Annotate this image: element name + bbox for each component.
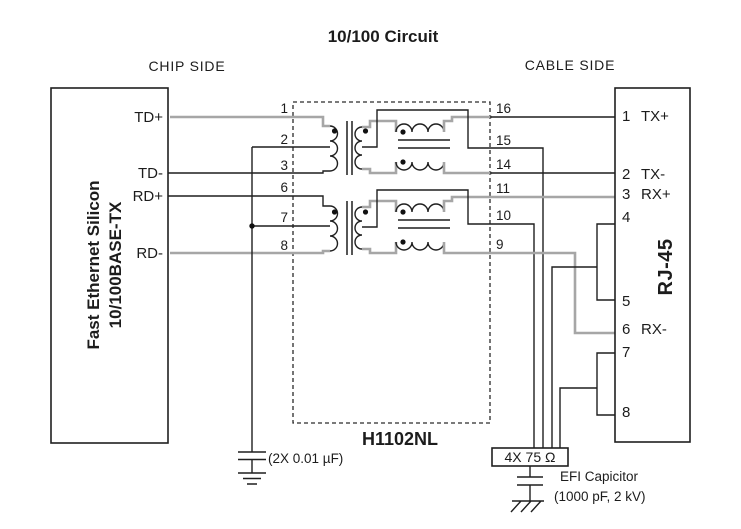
rj45-pin-3-num: 3 [622, 186, 630, 203]
chassis-ground-icon [510, 500, 544, 513]
xfmr-pin-1: 1 [280, 101, 288, 116]
t2-choke-top-phase-dot [400, 209, 406, 215]
t1-choke-bottom-phase-dot [400, 159, 406, 165]
diagram-title: 10/100 Circuit [328, 27, 439, 46]
xfmr-pin-9: 9 [496, 237, 504, 252]
t1-center-tap-route-pin15 [362, 109, 544, 448]
pin-label-rd-minus: RD- [136, 245, 163, 262]
xfmr-pin-2: 2 [280, 132, 288, 147]
xfmr-pin-7: 7 [280, 210, 288, 225]
xfmr-pin-10: 10 [496, 208, 511, 223]
t1-core [346, 121, 353, 175]
t1-choke-bottom-winding [395, 161, 445, 171]
t2-secondary-phase-dot [362, 209, 369, 215]
pin-label-td-plus: TD+ [134, 109, 163, 126]
rj45-pin-2-num: 2 [622, 166, 630, 183]
wire-pins45-to-resistor [551, 266, 597, 448]
efi-cap-label-2: (1000 pF, 2 kV) [554, 489, 646, 504]
t1-secondary-bottom-lead [362, 162, 398, 175]
earth-ground-icon [238, 472, 266, 485]
t2-secondary-winding [354, 206, 363, 250]
rj45-pin-4-num: 4 [622, 209, 630, 226]
cable-side-label: CABLE SIDE [525, 57, 615, 73]
t2-primary-winding [329, 205, 339, 252]
t1-secondary-phase-dot [362, 128, 369, 134]
t2-secondary-bottom-lead [362, 242, 398, 255]
chip-box [50, 87, 169, 444]
t1-choke-core [398, 139, 450, 149]
rj45-pin-1-num: 1 [622, 108, 630, 125]
t2-choke-core [398, 219, 450, 229]
rj45-pin-8-num: 8 [622, 404, 630, 421]
t2-choke-top-winding [395, 203, 445, 213]
resistor-pack-label: 4X 75 Ω [505, 449, 556, 465]
junction-dot [249, 223, 255, 229]
wire-pin11-to-rj45-3 [442, 195, 615, 212]
rj45-box [614, 87, 691, 443]
t2-secondary-top-lead [362, 199, 398, 212]
xfmr-pin-11: 11 [496, 181, 510, 196]
t2-choke-bottom-phase-dot [400, 239, 406, 245]
rj45-pin-7-num: 7 [622, 344, 630, 361]
rj45-pin-2-name: TX- [641, 166, 665, 183]
t1-primary-phase-dot [331, 128, 338, 134]
t1-choke-top-winding [395, 123, 445, 133]
cap-value-label: (2X 0.01 µF) [268, 451, 343, 466]
t1-choke-top-out [442, 115, 492, 132]
rj45-pin-6-num: 6 [622, 321, 630, 338]
t2-choke-bottom-winding [395, 241, 445, 251]
xfmr-pin-14: 14 [496, 157, 512, 172]
wire-pin9-to-rj45-6 [442, 242, 615, 335]
wire-rd-plus [168, 195, 330, 207]
t1-primary-winding [329, 125, 339, 172]
wire-rj45-pins-7-8 [596, 352, 615, 416]
t1-choke-top-phase-dot [400, 129, 406, 135]
t2-core [346, 201, 353, 255]
t1-secondary-top-lead [362, 119, 398, 132]
wire-td-minus [168, 170, 330, 174]
efi-capacitor [517, 476, 543, 486]
part-number-label: H1102NL [362, 429, 438, 449]
chip-name-line1: Fast Ethernet Silicon [84, 180, 103, 349]
t2-center-tap-route-pin10 [362, 189, 535, 448]
xfmr-pin-8: 8 [280, 238, 288, 253]
wire-rj45-pins-4-5 [596, 223, 615, 301]
wire-pins78-to-resistor [559, 387, 597, 448]
wire-rd-minus [170, 249, 330, 255]
rj45-pin-3-name: RX+ [641, 186, 671, 203]
transformer-dashed-box [292, 101, 491, 424]
rj45-pin-1-name: TX+ [641, 108, 669, 125]
t1-choke-bottom-out [442, 162, 492, 175]
xfmr-pin-16: 16 [496, 101, 511, 116]
t2-primary-phase-dot [331, 209, 338, 215]
chip-name-line2: 10/100BASE-TX [106, 201, 125, 328]
pin-label-td-minus: TD- [138, 165, 163, 182]
rj45-label: RJ-45 [655, 239, 677, 296]
chip-side-label: CHIP SIDE [149, 58, 226, 74]
efi-cap-label-1: EFI Capicitor [560, 469, 639, 484]
xfmr-pin-3: 3 [280, 158, 288, 173]
rj45-pin-5-num: 5 [622, 293, 630, 310]
t1-secondary-winding [354, 126, 363, 170]
center-tap-capacitor [238, 451, 266, 461]
wire-td-plus [170, 115, 330, 128]
xfmr-pin-6: 6 [280, 180, 288, 195]
pin-label-rd-plus: RD+ [133, 188, 164, 205]
rj45-pin-6-name: RX- [641, 321, 667, 338]
xfmr-pin-15: 15 [496, 133, 511, 148]
